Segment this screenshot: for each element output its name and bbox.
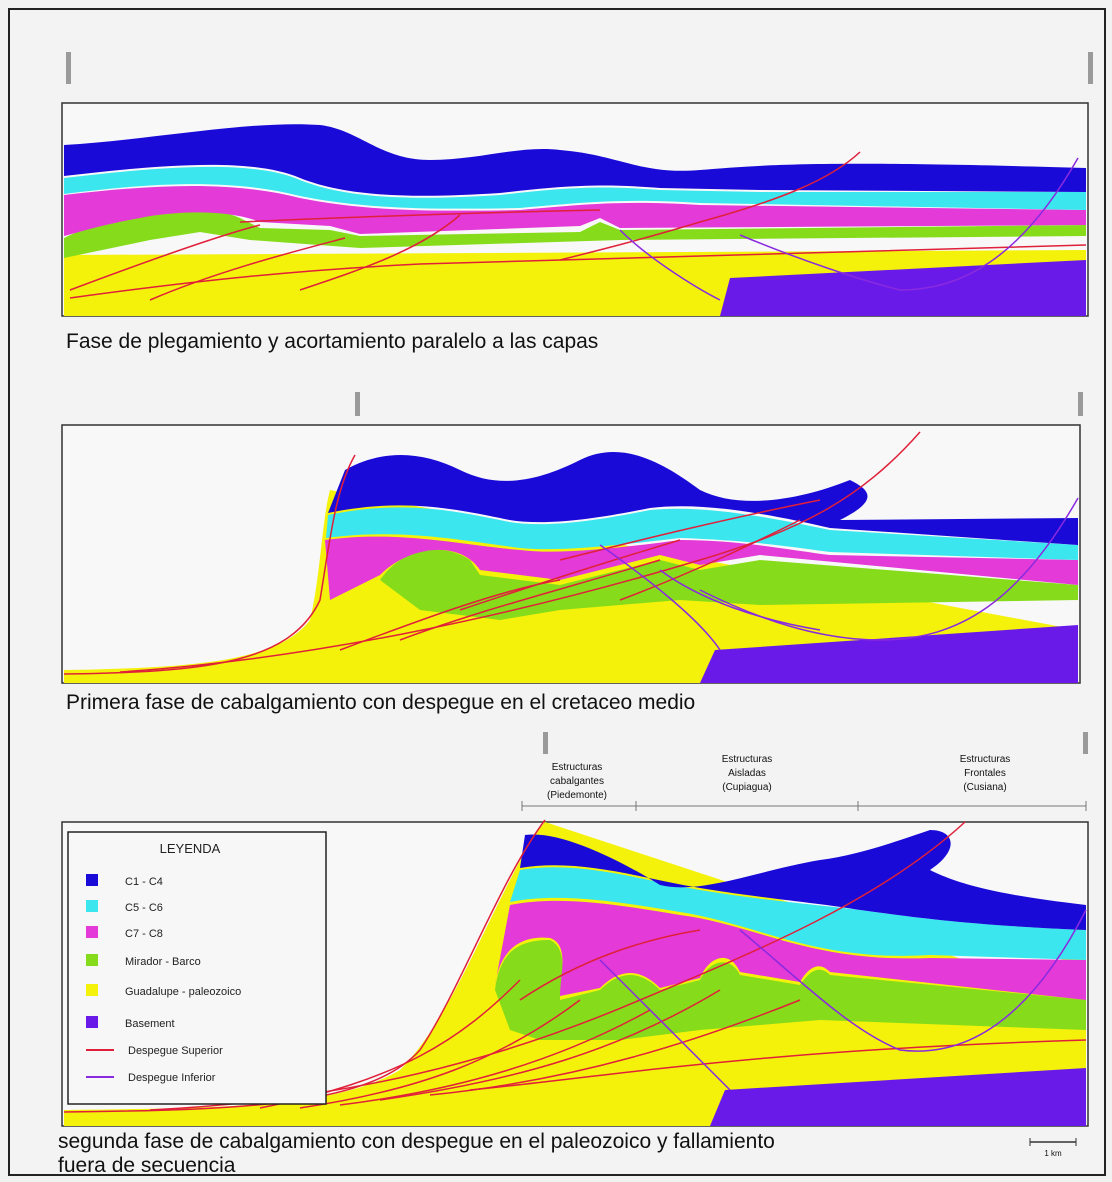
svg-text:Guadalupe - paleozoico: Guadalupe - paleozoico (125, 986, 241, 998)
unit-c1c4 (64, 124, 1086, 196)
cross-section-panel-3: Estructuras cabalgantes (Piedemonte) Est… (61, 732, 1089, 1158)
unit-c5c6 (510, 867, 1086, 960)
svg-text:cabalgantes: cabalgantes (550, 776, 604, 787)
svg-text:(Piedemonte): (Piedemonte) (547, 790, 607, 801)
section-marker-left (543, 732, 548, 754)
section-marker-left (66, 52, 71, 84)
unit-c7c8 (495, 900, 1086, 1000)
unit-mirador (380, 549, 1078, 620)
svg-text:Aisladas: Aisladas (728, 768, 766, 779)
unit-c7c8 (325, 536, 1078, 600)
legend-title: LEYENDA (160, 841, 221, 856)
section-marker-right (1088, 52, 1093, 84)
zone-label-piedemonte: Estructuras cabalgantes (Piedemonte) (547, 762, 607, 801)
svg-text:Despegue Inferior: Despegue Inferior (128, 1072, 216, 1084)
caption-phase-3-line-1: segunda fase de cabalgamiento con despeg… (58, 1130, 775, 1153)
unit-c5c6 (64, 166, 1086, 210)
legend-item-c7c8: C7 - C8 (86, 926, 163, 940)
svg-text:Despegue Superior: Despegue Superior (128, 1045, 223, 1057)
svg-text:Estructuras: Estructuras (722, 754, 773, 765)
svg-text:(Cusiana): (Cusiana) (963, 782, 1006, 793)
legend-swatch (86, 1016, 98, 1028)
svg-text:C5 - C6: C5 - C6 (125, 902, 163, 914)
legend-box (67, 831, 327, 1105)
cross-section-panel-1 (61, 52, 1093, 317)
caption-phase-3-line-2: fuera de secuencia (58, 1154, 236, 1177)
zone-label-cusiana: Estructuras Frontales (Cusiana) (960, 754, 1011, 793)
svg-text:Mirador - Barco: Mirador - Barco (125, 956, 201, 968)
legend-item-c1c4: C1 - C4 (86, 874, 163, 888)
zone-bracket-line (521, 801, 1087, 811)
zone-label-cupiagua: Estructuras Aisladas (Cupiagua) (722, 754, 773, 793)
svg-text:Estructuras: Estructuras (552, 762, 603, 773)
legend-item-mirador: Mirador - Barco (86, 954, 201, 968)
section-marker-right (1078, 392, 1083, 416)
unit-basement (700, 625, 1078, 683)
legend-swatch (86, 954, 98, 966)
legend-swatch (86, 900, 98, 912)
section-marker-left (355, 392, 360, 416)
unit-mirador (64, 208, 1086, 258)
section-marker-right (1083, 732, 1088, 754)
unit-c5c6 (326, 507, 1078, 560)
svg-text:Basement: Basement (125, 1018, 175, 1030)
cross-section-panel-2 (61, 392, 1083, 684)
legend-item-guadalupe: Guadalupe - paleozoico (86, 984, 241, 998)
legend-item-basement: Basement (86, 1016, 175, 1030)
svg-text:C1 - C4: C1 - C4 (125, 876, 163, 888)
legend-item-c5c6: C5 - C6 (86, 900, 163, 914)
legend-swatch (86, 874, 98, 886)
unit-basement (710, 1068, 1086, 1126)
legend-item-despegue-inferior: Despegue Inferior (86, 1072, 216, 1084)
caption-phase-1: Fase de plegamiento y acortamiento paral… (66, 330, 599, 353)
unit-basement (720, 260, 1086, 316)
legend-swatch (86, 984, 98, 996)
svg-text:Frontales: Frontales (964, 768, 1006, 779)
caption-phase-2: Primera fase de cabalgamiento con despeg… (66, 691, 696, 714)
legend: LEYENDA C1 - C4 C5 - C6 C7 - C8 Mirador … (67, 831, 327, 1105)
svg-text:Estructuras: Estructuras (960, 754, 1011, 765)
scale-label: 1 km (1044, 1149, 1062, 1158)
scale-bar: 1 km (1029, 1138, 1077, 1158)
legend-swatch (86, 926, 98, 938)
legend-item-despegue-superior: Despegue Superior (86, 1045, 223, 1057)
svg-text:(Cupiagua): (Cupiagua) (722, 782, 771, 793)
unit-c1c4 (520, 830, 1086, 930)
unit-c1c4 (328, 451, 1078, 545)
unit-mirador (495, 940, 1086, 1040)
svg-text:C7 - C8: C7 - C8 (125, 928, 163, 940)
